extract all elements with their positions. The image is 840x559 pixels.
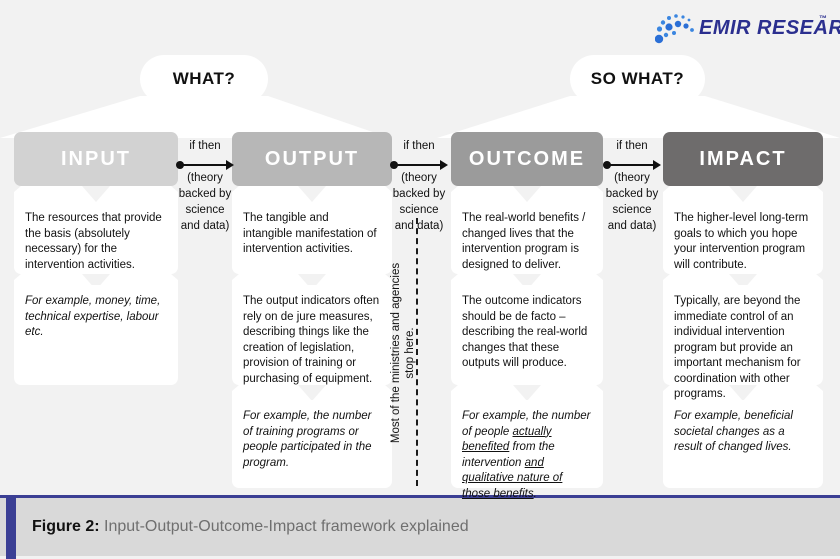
card-output-3: For example, the number of training prog… [232, 400, 392, 488]
card-input-1: The resources that provide the basis (ab… [14, 202, 178, 274]
dashed-divider [416, 218, 418, 486]
dashed-divider-label: Most of the ministries and agencies stop… [389, 225, 417, 480]
stage-header-impact-label: IMPACT [699, 147, 787, 170]
connector-label-line2: (theory [401, 172, 437, 184]
connector-label-line1: if then [403, 140, 435, 152]
card-outcome-3-text: For example, the number of people actual… [462, 410, 591, 500]
card-output-1-text: The tangible and intangible manifestatio… [243, 212, 377, 255]
question-bubble-what: WHAT? [140, 55, 268, 103]
stage-header-input: INPUT [14, 132, 178, 186]
stage-header-outcome-label: OUTCOME [468, 147, 586, 170]
connector-label-line4: science [185, 204, 225, 216]
stage-header-impact: IMPACT [663, 132, 823, 186]
caption-accent-bar [6, 498, 16, 559]
card-outcome-1: The real-world benefits / changed lives … [451, 202, 603, 274]
card-input-2: For example, money, time, technical expe… [14, 285, 178, 385]
connector-outcome-impact: if then (theory backed by science and da… [603, 138, 661, 234]
divider-label-line1: Most of the ministries and agencies [390, 262, 403, 443]
question-bubble-so-what: SO WHAT? [570, 55, 705, 103]
connector-output-outcome: if then (theory backed by science and da… [390, 138, 448, 234]
stage-header-outcome: OUTCOME [451, 132, 603, 186]
connector-label-line5: and data) [394, 220, 444, 232]
dashed-divider-label-text: Most of the ministries and agencies stop… [389, 262, 417, 442]
dotted-arc-logo-icon [655, 14, 694, 44]
connector-label-line4: science [612, 204, 652, 216]
connector-input-output: if then (theory backed by science and da… [176, 138, 234, 234]
connector-label-line5: and data) [180, 220, 230, 232]
caption-figure-label: Figure 2: [32, 518, 100, 535]
divider-label-line2: stop here. [404, 326, 417, 379]
connector-label-line1: if then [189, 140, 221, 152]
card-input-1-text: The resources that provide the basis (ab… [25, 212, 162, 271]
card-output-3-text: For example, the number of training prog… [243, 410, 372, 469]
connector-label-line1: if then [616, 140, 648, 152]
connector-label-line4: science [399, 204, 439, 216]
card-outcome-1-text: The real-world benefits / changed lives … [462, 212, 586, 271]
card-impact-2: Typically, are beyond the immediate cont… [663, 285, 823, 400]
question-bubble-what-label: WHAT? [172, 69, 236, 88]
card-output-2-text: The output indicators often rely on de j… [243, 295, 380, 385]
stage-header-output: OUTPUT [232, 132, 392, 186]
logo-wordmark: EMIR RESEARCH [699, 17, 840, 39]
connector-label-line2: (theory [187, 172, 223, 184]
connector-label-line2: (theory [614, 172, 650, 184]
connector-arrow-icon [390, 160, 448, 170]
connector-arrow-icon [176, 160, 234, 170]
connector-label-line5: and data) [607, 220, 657, 232]
question-bubble-so-what-label: SO WHAT? [590, 69, 685, 88]
card-output-2: The output indicators often rely on de j… [232, 285, 392, 385]
connector-label-line3: backed by [178, 188, 232, 200]
caption-figure-text: Input-Output-Outcome-Impact framework ex… [99, 518, 469, 535]
stage-header-input-label: INPUT [61, 147, 131, 170]
connector-label-line3: backed by [392, 188, 446, 200]
emir-research-logo: EMIR RESEARCH ™ [655, 8, 840, 50]
card-outcome-2: The outcome indicators should be de fact… [451, 285, 603, 385]
caption-text: Figure 2: Input-Output-Outcome-Impact fr… [32, 518, 469, 536]
connector-label-line3: backed by [605, 188, 659, 200]
connector-arrow-icon [603, 160, 661, 170]
card-impact-2-text: Typically, are beyond the immediate cont… [674, 295, 801, 400]
card-impact-3-text: For example, beneficial societal changes… [674, 410, 793, 453]
card-input-2-text: For example, money, time, technical expe… [25, 295, 161, 338]
figure-caption: Figure 2: Input-Output-Outcome-Impact fr… [0, 495, 840, 559]
trademark-symbol: ™ [819, 14, 827, 23]
card-impact-1: The higher-level long-term goals to whic… [663, 202, 823, 274]
card-outcome-2-text: The outcome indicators should be de fact… [462, 295, 588, 369]
card-outcome-3: For example, the number of people actual… [451, 400, 603, 500]
card-output-1: The tangible and intangible manifestatio… [232, 202, 392, 274]
stage-header-output-label: OUTPUT [264, 147, 360, 170]
card-impact-3: For example, beneficial societal changes… [663, 400, 823, 488]
card-impact-1-text: The higher-level long-term goals to whic… [674, 212, 809, 271]
